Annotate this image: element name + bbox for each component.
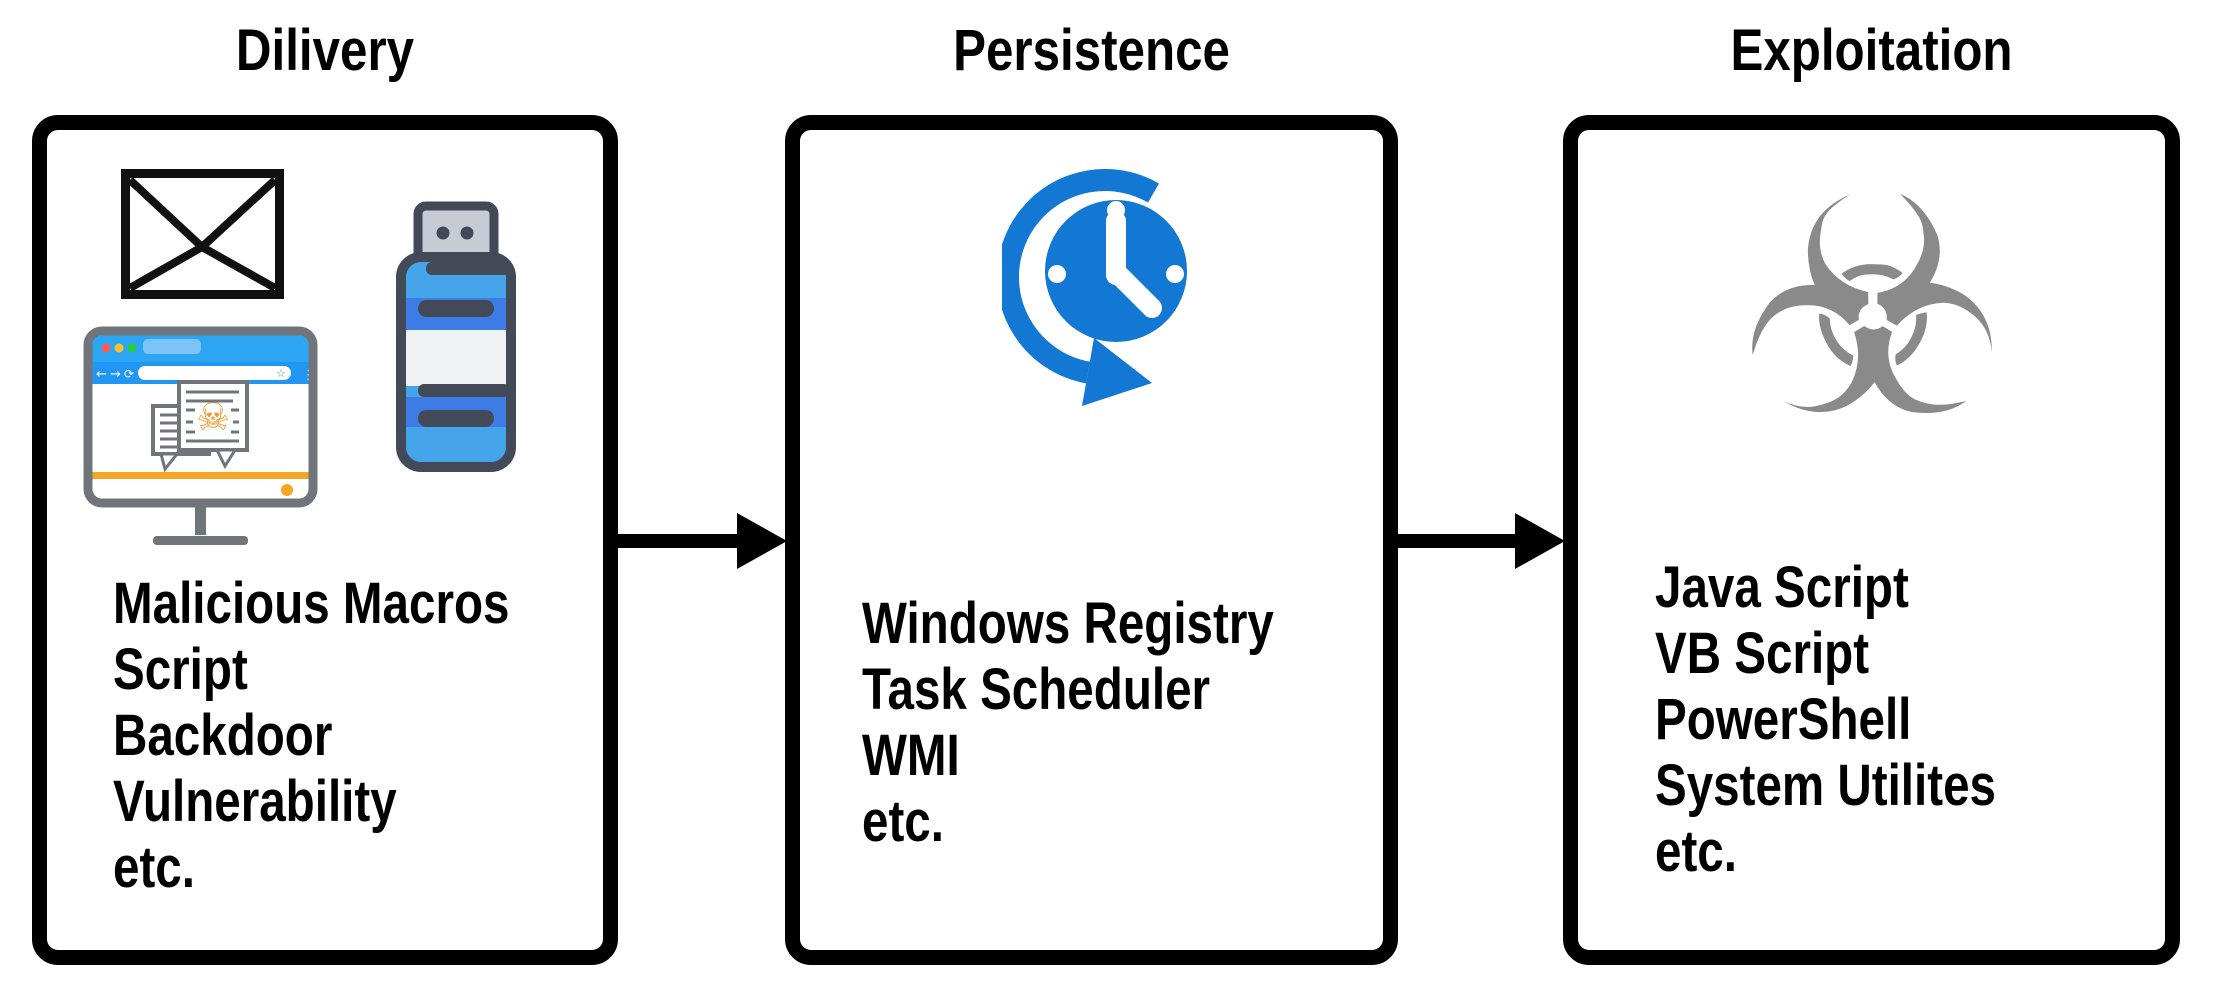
close-dot-icon <box>101 343 111 353</box>
recurring-task-clock-icon <box>1002 169 1187 406</box>
exploitation-list: Java Script VB Script PowerShell System … <box>1655 555 2071 885</box>
arrow-shaft <box>1397 534 1519 548</box>
list-item: Malicious Macros <box>113 571 510 636</box>
arrow-shaft <box>617 534 741 548</box>
list-item: VB Script <box>1655 621 1870 686</box>
usb-drive-icon <box>396 201 516 472</box>
monitor-stand <box>195 503 206 535</box>
monitor-base <box>153 536 248 545</box>
list-item: Vulnerability <box>113 769 397 834</box>
browser-nav-back-icon: ← <box>96 367 107 382</box>
arrow-head-icon <box>737 513 787 569</box>
url-bar <box>138 366 291 380</box>
list-item: PowerShell <box>1655 687 1912 752</box>
notification-dot <box>281 484 293 496</box>
list-item: etc. <box>1655 819 1737 884</box>
status-bar-accent <box>92 472 309 479</box>
biohazard-icon: ☣ <box>1737 135 2007 484</box>
zoom-dot-icon <box>127 343 137 353</box>
exploitation-box <box>1563 115 2180 965</box>
stage-title-persistence: Persistence <box>953 18 1230 83</box>
malicious-website-monitor-icon: ← → ⟳ ☆ ⋮ ☠ <box>83 326 318 545</box>
list-item: Script <box>113 637 248 702</box>
browser-tab <box>143 339 201 354</box>
list-item: etc. <box>113 835 195 900</box>
list-item: System Utilites <box>1655 753 1996 818</box>
envelope-icon <box>121 169 284 299</box>
delivery-list: Malicious Macros Script Backdoor Vulnera… <box>113 571 596 901</box>
list-item: WMI <box>862 723 960 788</box>
stage-title-exploitation: Exploitation <box>1730 18 2013 83</box>
list-item: etc. <box>862 789 944 854</box>
list-item: Task Scheduler <box>862 657 1211 722</box>
arrow-persistence-to-exploitation <box>1397 513 1565 569</box>
browser-nav-forward-icon: → <box>110 367 121 382</box>
list-item: Backdoor <box>113 703 333 768</box>
minimize-dot-icon <box>114 343 124 353</box>
bookmark-star-icon: ☆ <box>276 367 286 380</box>
list-item: Java Script <box>1655 555 1909 620</box>
arrow-head-icon <box>1515 513 1565 569</box>
browser-refresh-icon: ⟳ <box>124 367 134 381</box>
stage-title-delivery: Dilivery <box>235 18 415 83</box>
list-item: Windows Registry <box>862 591 1274 656</box>
skull-crossbones-icon: ☠ <box>196 395 230 439</box>
browser-menu-icon: ⋮ <box>302 368 315 383</box>
arrow-delivery-to-persistence <box>617 513 787 569</box>
persistence-list: Windows Registry Task Scheduler WMI etc. <box>862 591 1364 855</box>
